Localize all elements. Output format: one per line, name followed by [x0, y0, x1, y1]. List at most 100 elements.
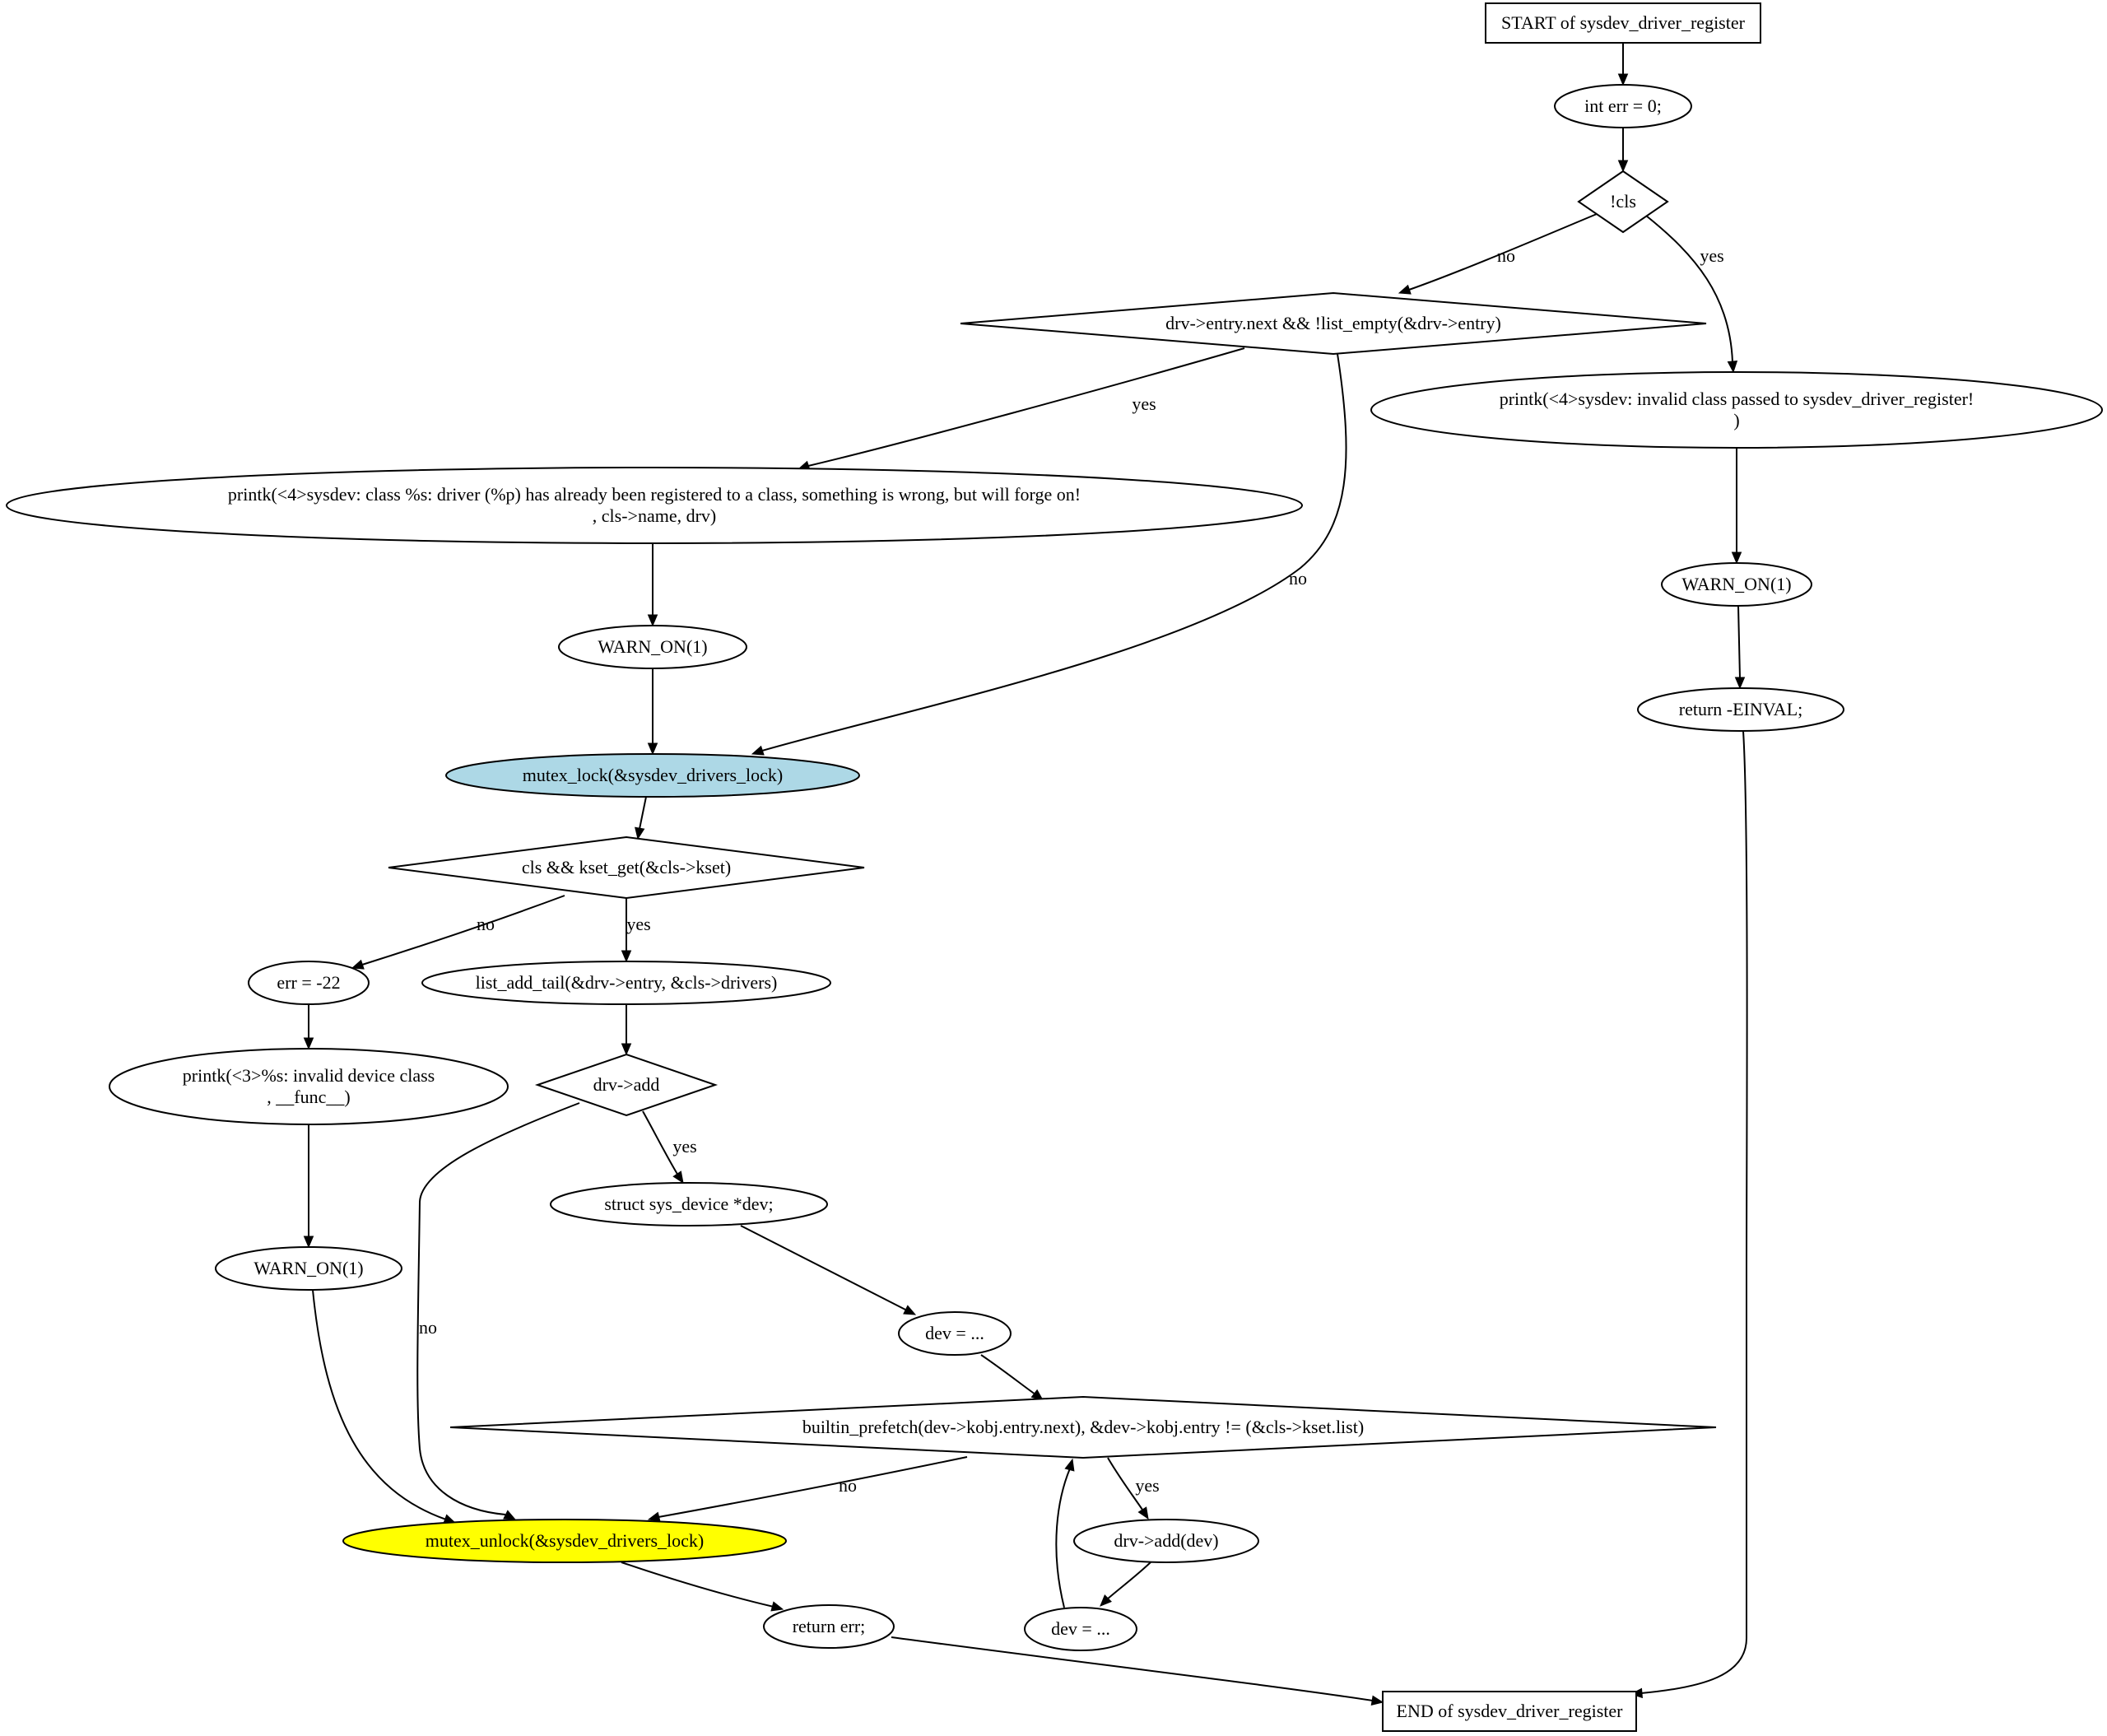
edge-loop-cond-to-drv-add-dev: yes: [1107, 1457, 1160, 1520]
arrowhead: [303, 1037, 314, 1050]
edge-check-cls-to-check-entry: no: [1398, 213, 1598, 295]
edge-warn-on-right-to-return-einval: [1734, 605, 1746, 690]
node-label: ): [1733, 410, 1739, 431]
arrowhead: [503, 1510, 517, 1520]
node-label: struct sys_device *dev;: [604, 1194, 773, 1214]
decision-diamond: [534, 1053, 719, 1117]
edge-return-err-to-end: [891, 1636, 1384, 1706]
node-return-einval: return -EINVAL;: [1637, 687, 1844, 732]
statement-ellipse: [1073, 1519, 1259, 1563]
node-err-assign: err = -22: [248, 961, 370, 1005]
node-warn-on-mid: WARN_ON(1): [558, 625, 747, 669]
statement-ellipse: [421, 961, 831, 1005]
arrowhead: [1734, 677, 1746, 690]
edge-label-no: no: [839, 1475, 857, 1496]
arrowhead: [1617, 73, 1629, 86]
arrowhead: [303, 1236, 314, 1249]
arrowhead: [647, 742, 658, 756]
edge-label-yes: yes: [1132, 393, 1156, 414]
edge-dev-assign-1-to-loop-cond: [980, 1354, 1044, 1401]
node-label: printk(<3>%s: invalid device class: [183, 1065, 435, 1086]
arrowhead: [1398, 284, 1412, 295]
edge-label-yes: yes: [672, 1136, 696, 1157]
edge-dev-assign-2-to-loop-cond: [1055, 1458, 1075, 1608]
edge-line: [761, 353, 1347, 752]
arrowhead: [647, 614, 658, 627]
statement-ellipse: [1024, 1607, 1137, 1651]
edge-line: [312, 1289, 447, 1520]
edge-line: [807, 347, 1245, 467]
node-label: drv->add(dev): [1114, 1530, 1218, 1551]
decision-diamond: [1577, 170, 1669, 234]
edge-init-err-to-check-cls: [1617, 128, 1629, 173]
node-dev-assign-2: dev = ...: [1024, 1607, 1137, 1651]
node-mutex-lock: mutex_lock(&sysdev_drivers_lock): [445, 753, 860, 798]
edge-return-einval-to-end: [1630, 730, 1748, 1699]
statement-ellipse: [898, 1311, 1012, 1356]
node-mutex-unlock: mutex_unlock(&sysdev_drivers_lock): [342, 1519, 787, 1563]
node-label: WARN_ON(1): [598, 636, 707, 657]
edge-line: [1737, 605, 1741, 679]
edge-line: [658, 1456, 968, 1518]
node-drv-add-dev: drv->add(dev): [1073, 1519, 1259, 1563]
statement-ellipse: [445, 753, 860, 798]
statement-ellipse: [1637, 687, 1844, 732]
edge-line: [1408, 213, 1598, 291]
arrowhead: [903, 1305, 917, 1315]
arrowhead: [1370, 1695, 1384, 1706]
edge-line: [1107, 1457, 1143, 1510]
statement-ellipse: [1370, 371, 2103, 449]
node-start: START of sysdev_driver_register: [1485, 2, 1761, 44]
edge-err-assign-to-printk-invalid-device: [303, 1004, 314, 1050]
arrowhead: [1100, 1594, 1112, 1607]
edge-label-no: no: [419, 1317, 437, 1338]
node-check-entry: drv->entry.next && !list_empty(&drv->ent…: [960, 291, 1707, 356]
arrowhead: [1064, 1458, 1075, 1472]
edge-line: [891, 1636, 1374, 1701]
arrowhead: [647, 1511, 661, 1522]
terminal-box: [1382, 1691, 1637, 1732]
terminal-box: [1485, 2, 1761, 44]
edge-line: [639, 796, 647, 830]
node-label: drv->entry.next && !list_empty(&drv->ent…: [1165, 313, 1501, 333]
edge-check-kset-to-err-assign: no: [351, 895, 565, 970]
node-label: !cls: [1610, 191, 1636, 212]
arrowhead: [1137, 1506, 1149, 1520]
node-label: int err = 0;: [1584, 95, 1662, 116]
edge-check-drv-add-to-decl-dev: yes: [642, 1110, 697, 1184]
node-label: printk(<4>sysdev: class %s: driver (%p) …: [228, 484, 1081, 505]
node-label: dev = ...: [1051, 1618, 1110, 1639]
statement-ellipse: [550, 1182, 828, 1226]
node-label: cls && kset_get(&cls->kset): [522, 857, 731, 877]
edge-line: [1106, 1561, 1151, 1600]
edge-drv-add-dev-to-dev-assign-2: [1100, 1561, 1151, 1607]
decision-diamond: [449, 1395, 1717, 1459]
edge-check-cls-to-printk-invalid-class: yes: [1645, 215, 1738, 374]
node-label: WARN_ON(1): [1681, 574, 1791, 594]
edge-line: [621, 1561, 774, 1608]
node-label: mutex_unlock(&sysdev_drivers_lock): [426, 1530, 705, 1551]
node-label: return -EINVAL;: [1679, 699, 1803, 719]
node-label: mutex_lock(&sysdev_drivers_lock): [523, 765, 784, 785]
node-warn-on-right: WARN_ON(1): [1661, 562, 1812, 607]
arrowhead: [635, 826, 645, 840]
decision-diamond: [960, 291, 1707, 356]
arrowhead: [672, 1171, 684, 1184]
node-end: END of sysdev_driver_register: [1382, 1691, 1637, 1732]
node-dev-assign-1: dev = ...: [898, 1311, 1012, 1356]
node-label: dev = ...: [925, 1323, 984, 1343]
node-printk-invalid-device: printk(<3>%s: invalid device class, __fu…: [109, 1048, 509, 1125]
node-warn-on-left: WARN_ON(1): [215, 1246, 402, 1291]
edge-start-to-init-err: [1617, 43, 1629, 86]
edge-label-yes: yes: [626, 914, 650, 934]
edge-check-kset-to-list-add-tail: yes: [621, 898, 651, 963]
node-label: , __func__): [267, 1087, 350, 1107]
statement-ellipse: [558, 625, 747, 669]
node-label: END of sysdev_driver_register: [1397, 1701, 1624, 1721]
edge-mutex-lock-to-check-kset: [635, 796, 647, 840]
arrowhead: [621, 950, 632, 963]
node-loop-cond: builtin_prefetch(dev->kobj.entry.next), …: [449, 1395, 1717, 1459]
decision-diamond: [388, 835, 865, 900]
